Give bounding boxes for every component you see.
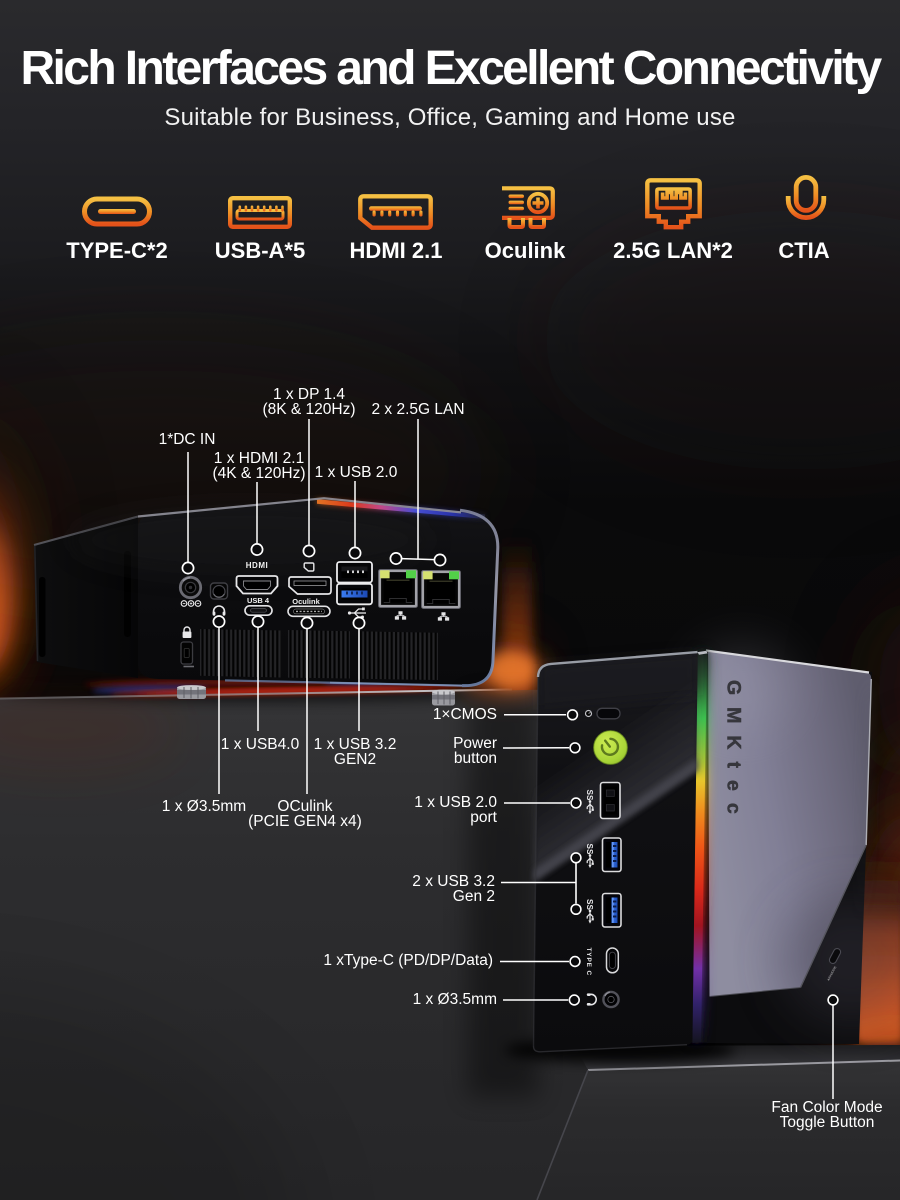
svg-text:SS: SS <box>585 899 594 910</box>
svg-text:SS: SS <box>585 790 594 801</box>
svg-text:TYPE C: TYPE C <box>585 948 592 976</box>
svg-text:SS: SS <box>585 844 594 855</box>
svg-text:HDMI: HDMI <box>246 561 268 570</box>
svg-text:AIR•MODE: AIR•MODE <box>826 965 837 981</box>
svg-text:GMKtec: GMKtec <box>723 680 745 826</box>
svg-text:USB 4: USB 4 <box>247 596 270 605</box>
svg-text:Oculink: Oculink <box>292 597 320 606</box>
